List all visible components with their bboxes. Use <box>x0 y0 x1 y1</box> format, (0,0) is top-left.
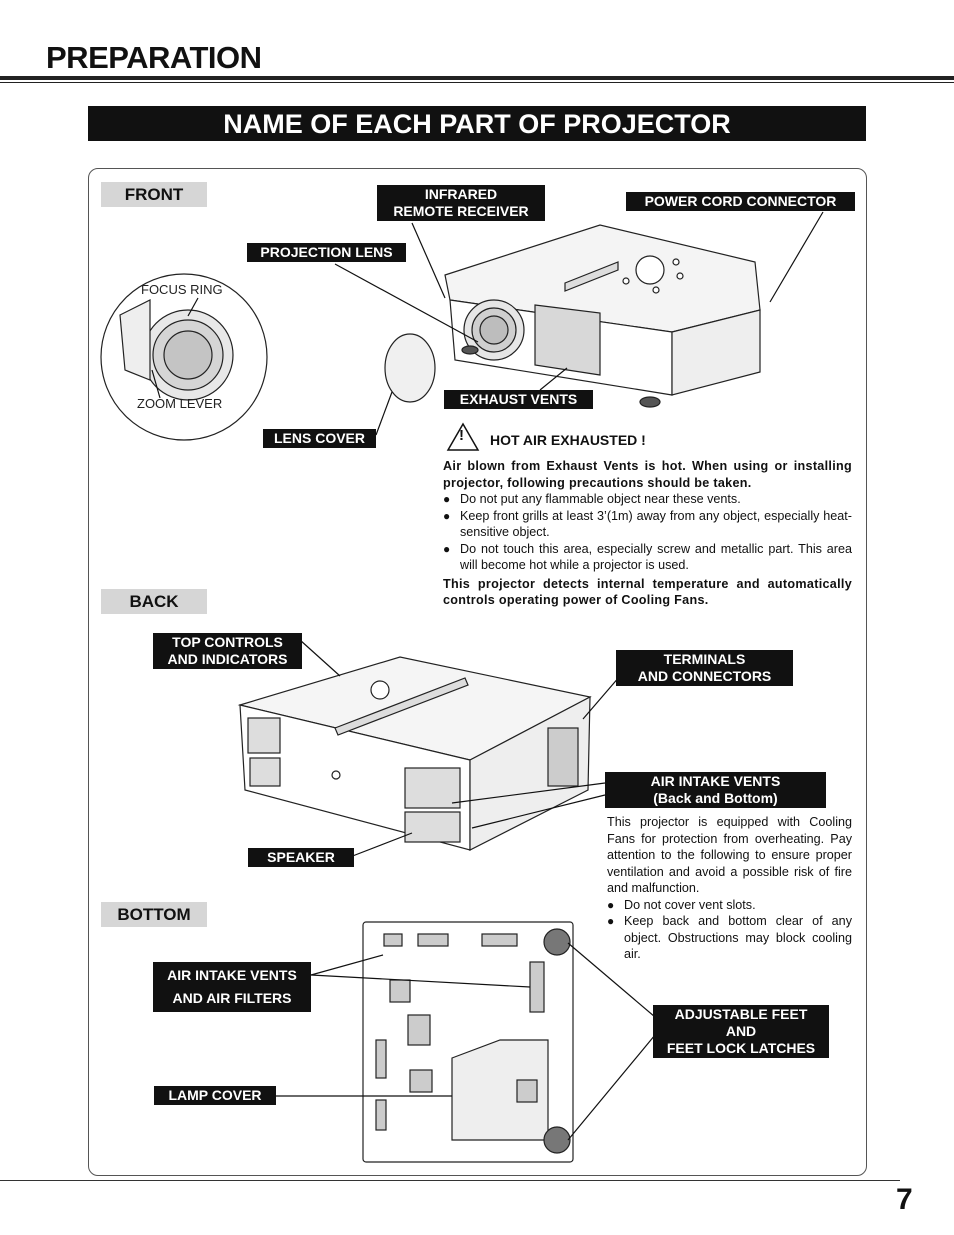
warning-lead: Air blown from Exhaust Vents is hot. Whe… <box>443 459 852 490</box>
section-bottom: BOTTOM <box>101 902 207 927</box>
label-power-cord-connector: POWER CORD CONNECTOR <box>626 192 855 211</box>
label-line: ADJUSTABLE FEET <box>674 1006 808 1022</box>
label-line: TERMINALS <box>663 651 746 667</box>
label-lens-cover: LENS COVER <box>263 429 376 448</box>
warning-bullet: Do not touch this area, especially screw… <box>443 541 852 574</box>
label-focus-ring: FOCUS RING <box>141 282 223 297</box>
section-front: FRONT <box>101 182 207 207</box>
label-line: FEET LOCK LATCHES <box>666 1040 816 1056</box>
label-line: AND INDICATORS <box>167 651 288 667</box>
page-title: PREPARATION <box>46 40 262 75</box>
label-infrared-remote-receiver: INFRARED REMOTE RECEIVER <box>377 185 545 221</box>
section-back: BACK <box>101 589 207 614</box>
warning-block: Air blown from Exhaust Vents is hot. Whe… <box>443 458 852 609</box>
label-speaker: SPEAKER <box>248 848 354 867</box>
label-top-controls: TOP CONTROLS AND INDICATORS <box>153 633 302 669</box>
label-line: REMOTE RECEIVER <box>393 203 529 219</box>
label-line: AND CONNECTORS <box>637 668 772 684</box>
title-rule <box>0 76 954 80</box>
title-rule-thin <box>0 82 954 83</box>
cooling-bullet: Do not cover vent slots. <box>607 897 852 914</box>
label-air-intake-filters: AIR INTAKE VENTS AND AIR FILTERS <box>153 962 311 1012</box>
warning-icon: ! <box>459 427 464 444</box>
cooling-bullet: Keep back and bottom clear of any object… <box>607 913 852 963</box>
label-line: (Back and Bottom) <box>653 790 778 806</box>
label-line: AIR INTAKE VENTS <box>650 773 781 789</box>
warning-footer: This projector detects internal temperat… <box>443 576 852 608</box>
warning-title: HOT AIR EXHAUSTED ! <box>490 432 646 448</box>
label-zoom-lever: ZOOM LEVER <box>137 396 223 411</box>
label-line: INFRARED <box>424 186 498 202</box>
content-frame <box>88 168 867 1176</box>
label-line: AND <box>725 1023 757 1039</box>
label-projection-lens: PROJECTION LENS <box>247 243 406 262</box>
section-banner: NAME OF EACH PART OF PROJECTOR <box>88 106 866 141</box>
lens-zoom-drawing <box>100 273 268 441</box>
page-number: 7 <box>896 1183 913 1216</box>
warning-triangle <box>446 422 480 451</box>
lens-cover-drawing <box>384 333 436 403</box>
label-line: TOP CONTROLS <box>172 634 283 650</box>
warning-bullet: Keep front grills at least 3’(1m) away f… <box>443 508 852 541</box>
label-terminals-connectors: TERMINALS AND CONNECTORS <box>616 650 793 686</box>
label-line: AIR INTAKE VENTS <box>167 967 297 983</box>
warning-bullet: Do not put any flammable object near the… <box>443 491 852 508</box>
bottom-projector-drawing <box>362 921 574 1163</box>
label-lamp-cover: LAMP COVER <box>154 1086 276 1105</box>
label-adjustable-feet: ADJUSTABLE FEET AND FEET LOCK LATCHES <box>653 1005 829 1058</box>
front-projector-drawing <box>444 224 761 408</box>
back-projector-drawing <box>237 656 592 851</box>
label-line: AND AIR FILTERS <box>172 990 292 1006</box>
leader-lines <box>151 211 824 1141</box>
cooling-block: This projector is equipped with Cooling … <box>607 814 852 963</box>
label-air-intake-vents: AIR INTAKE VENTS (Back and Bottom) <box>605 772 826 808</box>
footer-rule <box>0 1180 900 1181</box>
label-exhaust-vents: EXHAUST VENTS <box>444 390 593 409</box>
cooling-text: This projector is equipped with Cooling … <box>607 815 852 895</box>
